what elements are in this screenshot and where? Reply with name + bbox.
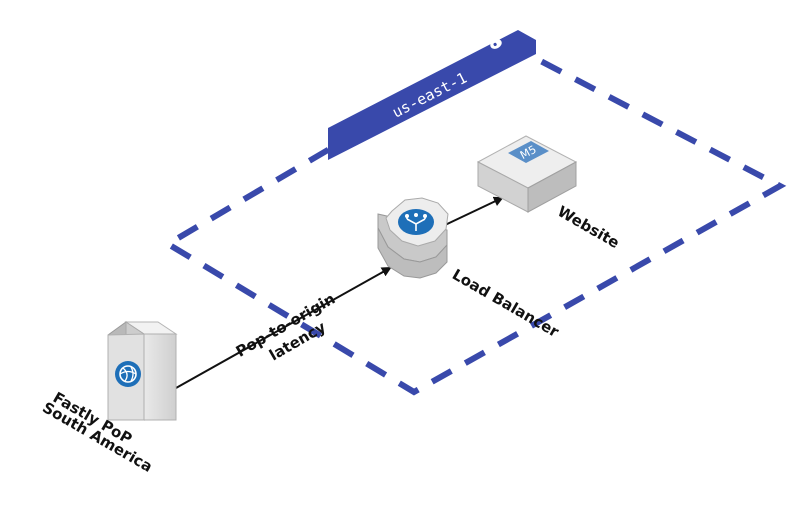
region-tab-shape [328,30,536,160]
website-badge: M5 [508,141,549,163]
edge-pop-to-load-balancer: Pop-to-origin latency [175,267,392,389]
edge-load-balancer-to-website [444,196,504,226]
location-pin-icon [490,39,502,49]
badge-shape [508,141,549,163]
load-balancer-icon [398,209,434,235]
region-boundary [162,40,787,396]
node-load-balancer[interactable]: Load Balancer [377,197,562,341]
load-balancer-label: Load Balancer [449,265,562,341]
node-fastly-pop[interactable]: Fastly PoP South America [39,321,178,476]
node-website[interactable]: M5 Website [476,135,623,252]
website-label: Website [554,202,622,252]
globe-icon [115,361,141,387]
region-tab: us-east-1 [328,30,536,160]
